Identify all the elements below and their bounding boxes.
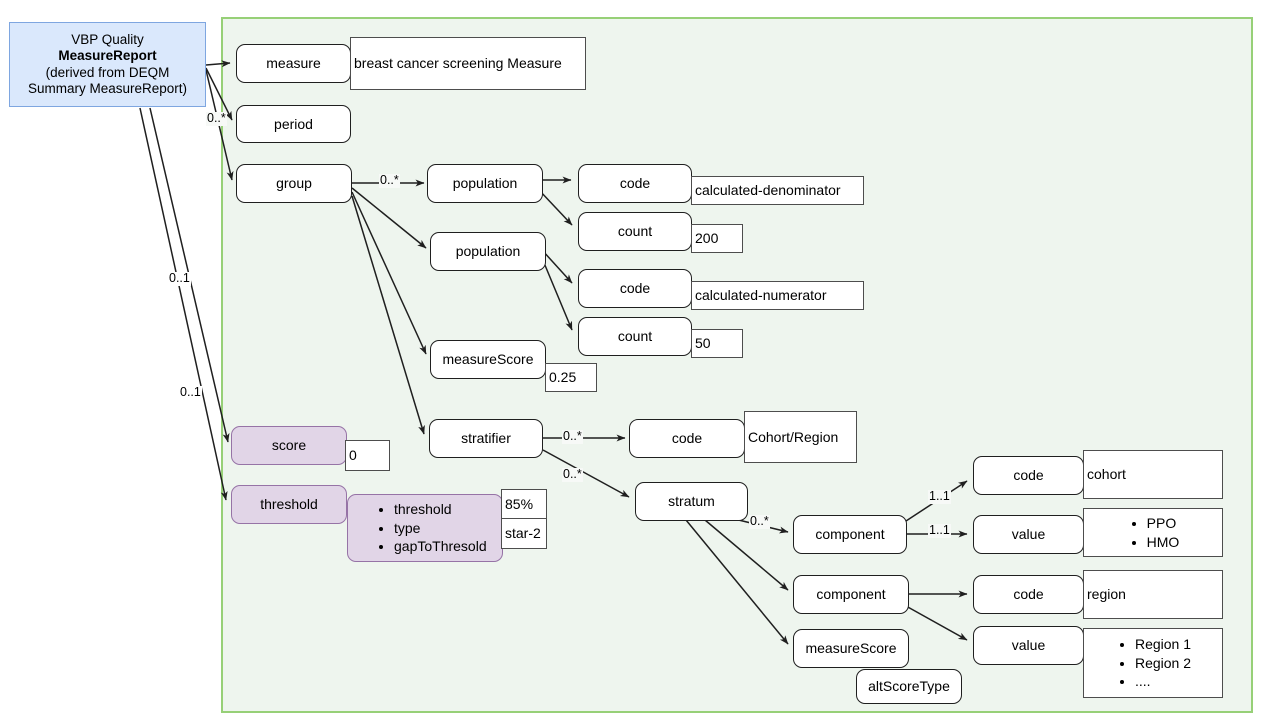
component-value-item: Region 1 (1135, 635, 1191, 654)
edge-label-group-population: 0..* (379, 173, 400, 188)
node-code-denominator-value[interactable]: calculated-denominator (691, 176, 864, 205)
node-threshold-value-type[interactable]: star-2 (501, 518, 547, 549)
threshold-attribute-list: threshold type gapToThresold (374, 500, 487, 556)
threshold-attribute-item: threshold (394, 500, 487, 519)
node-score-value[interactable]: 0 (345, 440, 390, 471)
node-component-2[interactable]: component (793, 575, 909, 614)
node-count-numerator[interactable]: count (578, 317, 692, 356)
root-line-1: VBP Quality (71, 32, 144, 48)
node-code-numerator[interactable]: code (578, 269, 692, 308)
edge-label-root-period: 0..* (206, 111, 227, 126)
threshold-attribute-item: gapToThresold (394, 537, 487, 556)
node-stratifier-code[interactable]: code (629, 419, 745, 458)
node-code-denominator[interactable]: code (578, 164, 692, 203)
node-threshold-attributes[interactable]: threshold type gapToThresold (347, 494, 503, 562)
node-group[interactable]: group (236, 164, 352, 203)
node-count-numerator-value[interactable]: 50 (691, 329, 743, 358)
component-value-item: .... (1135, 672, 1191, 691)
edge-label-component-code: 1..1 (928, 489, 951, 504)
component-value-item: PPO (1147, 514, 1180, 533)
component-value-item: HMO (1147, 533, 1180, 552)
threshold-attribute-item: type (394, 519, 487, 538)
node-measure-score-group-value[interactable]: 0.25 (545, 363, 597, 392)
node-threshold-value-percent[interactable]: 85% (501, 489, 547, 519)
component-1-value-items: PPO HMO (1127, 514, 1180, 551)
node-measure-score-group[interactable]: measureScore (430, 340, 546, 379)
node-component-1[interactable]: component (793, 515, 907, 554)
node-component-1-value-list[interactable]: PPO HMO (1083, 508, 1223, 557)
edge-label-component-value: 1..1 (928, 523, 951, 538)
node-population-2[interactable]: population (430, 232, 546, 271)
node-count-denominator[interactable]: count (578, 212, 692, 251)
root-node-measure-report[interactable]: VBP Quality MeasureReport (derived from … (9, 22, 206, 107)
node-count-denominator-value[interactable]: 200 (691, 224, 743, 253)
root-line-4: Summary MeasureReport) (27, 80, 188, 96)
node-component-1-code[interactable]: code (973, 456, 1084, 495)
edge-label-stratum-component: 0..* (749, 514, 770, 529)
node-population-1[interactable]: population (427, 164, 543, 203)
node-stratum[interactable]: stratum (635, 482, 748, 521)
node-component-1-value[interactable]: value (973, 515, 1084, 554)
node-component-2-code-value[interactable]: region (1083, 570, 1223, 619)
component-2-value-items: Region 1 Region 2 .... (1115, 635, 1191, 691)
root-line-3: (derived from DEQM (45, 64, 170, 80)
component-value-item: Region 2 (1135, 654, 1191, 673)
node-stratum-measure-score[interactable]: measureScore (793, 629, 909, 668)
node-component-2-value-list[interactable]: Region 1 Region 2 .... (1083, 628, 1223, 698)
node-score[interactable]: score (231, 426, 347, 465)
node-component-2-code[interactable]: code (973, 575, 1084, 614)
node-component-1-code-value[interactable]: cohort (1083, 450, 1223, 499)
node-code-numerator-value[interactable]: calculated-numerator (691, 281, 864, 310)
node-measure-value[interactable]: breast cancer screening Measure (350, 37, 586, 90)
node-stratifier-code-value[interactable]: Cohort/Region (744, 411, 857, 463)
node-alt-score-type[interactable]: altScoreType (856, 669, 962, 704)
root-line-2: MeasureReport (58, 48, 157, 64)
edge-label-root-score: 0..1 (168, 271, 191, 286)
node-component-2-value[interactable]: value (973, 626, 1084, 665)
node-stratifier[interactable]: stratifier (429, 419, 543, 458)
edge-label-stratifier-stratum: 0..* (562, 467, 583, 482)
edge-label-root-threshold: 0..1 (179, 385, 202, 400)
node-measure[interactable]: measure (236, 44, 351, 83)
edge-label-stratifier-code: 0..* (562, 429, 583, 444)
node-period[interactable]: period (236, 105, 351, 143)
node-threshold[interactable]: threshold (231, 485, 347, 524)
